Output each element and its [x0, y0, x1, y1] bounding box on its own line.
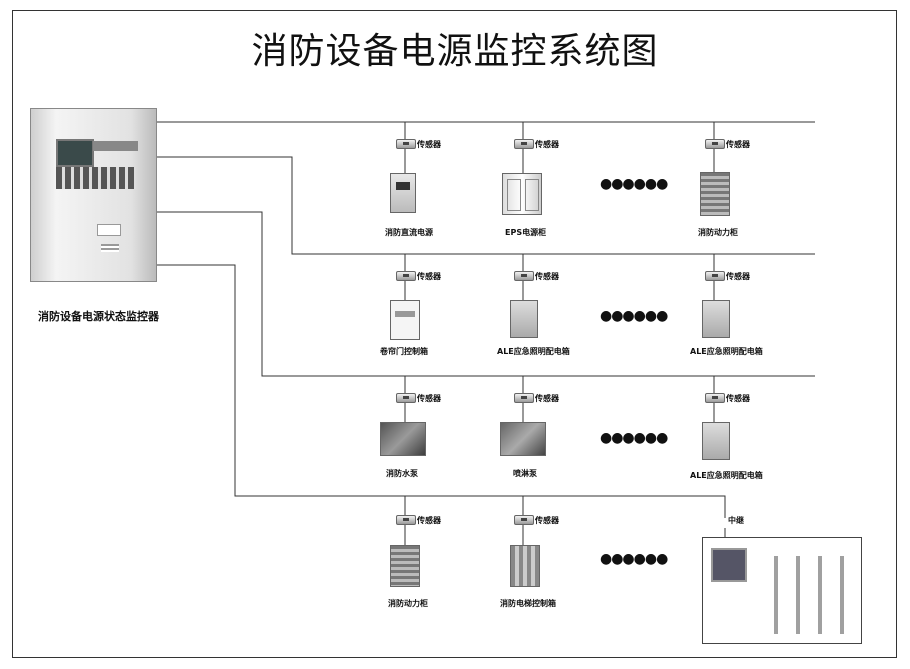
device-label: ALE应急照明配电箱: [690, 347, 763, 356]
monitor-controller-image: [30, 108, 157, 282]
sensor-icon: [396, 139, 416, 149]
ellipsis-dots: ●●●●●●: [600, 308, 668, 324]
sensor-icon: [705, 393, 725, 403]
sensor-label: 传感器: [726, 272, 750, 281]
controller-label: 消防设备电源状态监控器: [38, 310, 159, 323]
diagram-title: 消防设备电源监控系统图: [251, 31, 659, 72]
sensor-label: 传感器: [535, 394, 559, 403]
device-label: 喷淋泵: [513, 469, 537, 478]
cabinet-door: [507, 179, 521, 211]
sensor-icon: [514, 271, 534, 281]
device-label: 消防水泵: [386, 469, 418, 478]
sensor-label: 传感器: [535, 272, 559, 281]
controller-vent: [101, 244, 119, 252]
sensor-icon: [514, 139, 534, 149]
sensor-label: 传感器: [726, 394, 750, 403]
device-display: [396, 182, 410, 190]
sensor-label: 传感器: [417, 516, 441, 525]
sensor-icon: [514, 515, 534, 525]
emergency-lighting-box-device: [702, 422, 730, 460]
sensor-icon: [705, 271, 725, 281]
device-label: 消防直流电源: [385, 228, 433, 237]
device-label: 消防动力柜: [388, 599, 428, 608]
sensor-icon: [705, 139, 725, 149]
relay-inset-box: [702, 537, 862, 644]
device-label: 消防电梯控制箱: [500, 599, 556, 608]
bus-line-3: [155, 211, 815, 377]
sensor-icon: [396, 271, 416, 281]
sensor-label: 传感器: [535, 516, 559, 525]
controller-printer: [97, 224, 121, 236]
sensor-label: 传感器: [417, 394, 441, 403]
device-label: 消防动力柜: [698, 228, 738, 237]
device-label: EPS电源柜: [505, 228, 547, 237]
sprinkler-pump-photo: [500, 422, 546, 456]
diagram-frame: [12, 10, 897, 658]
dc-power-device: [390, 173, 416, 213]
fire-power-cabinet-device: [700, 172, 730, 216]
shutter-control-box-device: [390, 300, 420, 340]
ellipsis-dots: ●●●●●●: [600, 430, 668, 446]
relay-display-image: [711, 548, 747, 582]
sensor-label: 传感器: [726, 140, 750, 149]
eps-cabinet-device: [502, 173, 542, 215]
controller-display: [93, 141, 138, 151]
cabinet-door: [525, 179, 539, 211]
emergency-lighting-box-device: [702, 300, 730, 338]
device-panel: [395, 311, 415, 317]
sensor-icon: [396, 393, 416, 403]
device-label: ALE应急照明配电箱: [690, 471, 763, 480]
sensor-label: 传感器: [417, 272, 441, 281]
device-label: ALE应急照明配电箱: [497, 347, 570, 356]
fire-pump-photo: [380, 422, 426, 456]
sensor-icon: [396, 515, 416, 525]
sensor-label: 传感器: [417, 140, 441, 149]
sensor-icon: [514, 393, 534, 403]
relay-network-image: [768, 556, 853, 634]
device-label: 卷帘门控制箱: [380, 347, 428, 356]
bus-line-2: [155, 156, 815, 255]
controller-screen: [56, 139, 94, 167]
ellipsis-dots: ●●●●●●: [600, 176, 668, 192]
emergency-lighting-box-device: [510, 300, 538, 338]
fire-power-cabinet-device: [390, 545, 420, 587]
ellipsis-dots: ●●●●●●: [600, 551, 668, 567]
bus-line-4: [155, 264, 726, 518]
elevator-control-box-device: [510, 545, 540, 587]
controller-keypad: [56, 167, 136, 189]
sensor-label: 传感器: [535, 140, 559, 149]
relay-label: 中继: [728, 516, 744, 525]
